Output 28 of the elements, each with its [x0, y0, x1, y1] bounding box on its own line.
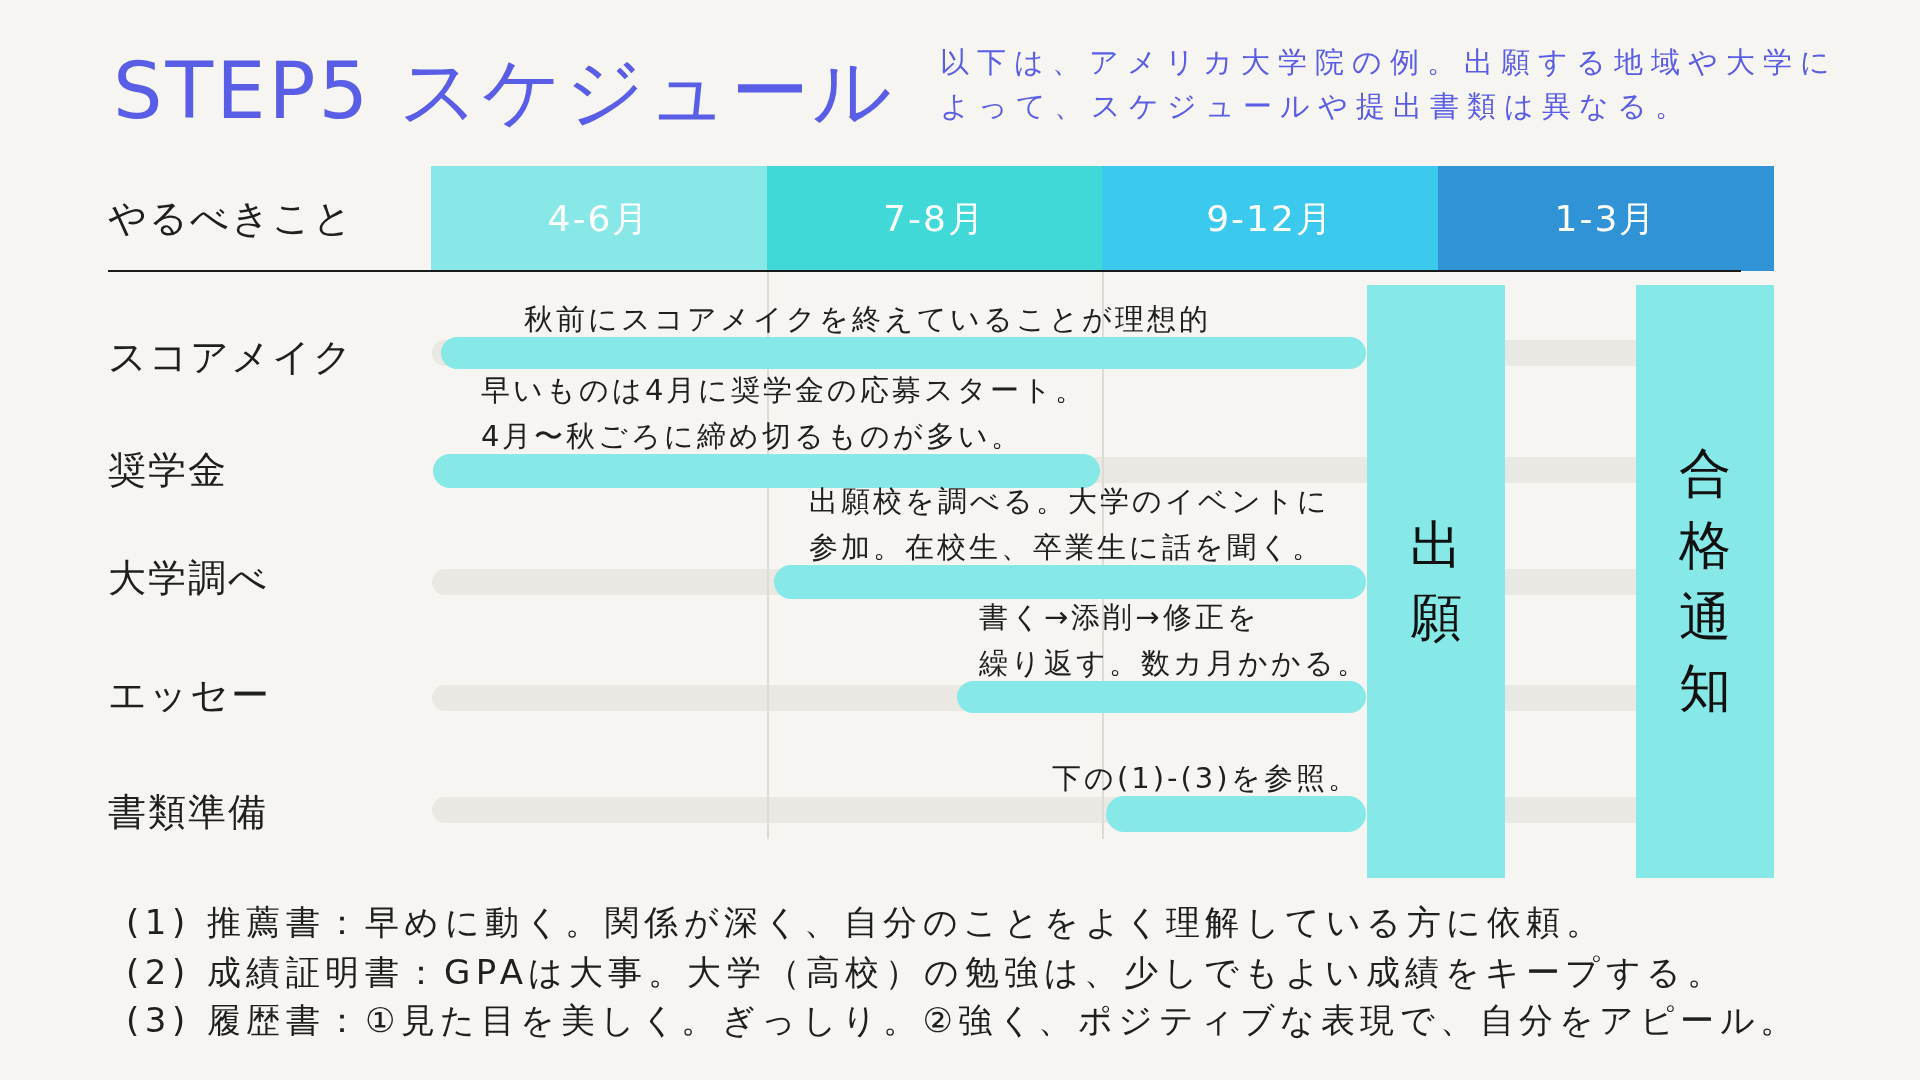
footnote: (1) 推薦書：早めに動く。関係が深く、自分のことをよく理解している方に依頼。 — [126, 901, 1606, 944]
footnote: (2) 成績証明書：GPAは大事。大学（高校）の勉強は、少しでもよい成績をキープする。 — [126, 951, 1727, 994]
month-header — [1438, 166, 1774, 271]
row-label: 奨学金 — [108, 447, 228, 493]
bar-note: 下の(1)-(3)を参照。 — [1052, 761, 1360, 795]
month-label: 9-12月 — [1206, 196, 1334, 241]
column-heading: やるべきこと — [108, 195, 354, 241]
row-label: 大学調べ — [108, 555, 269, 601]
bar-note: 早いものは4月に奨学金の応募スタート。4月〜秋ごろに締め切るものが多い。 — [481, 373, 1088, 453]
bar-note: 書く→添削→修正を繰り返す。数カ月かかる。 — [979, 600, 1369, 680]
title: STEP5 スケジュール — [113, 52, 895, 130]
subtitle: 以下は、アメリカ大学院の例。出願する地域や大学によって、スケジュールや提出書類は異なる。 — [940, 44, 1839, 125]
milestone-label: 出願 — [1410, 513, 1462, 649]
milestone-label: 合格通知 — [1679, 442, 1731, 721]
milestone-bar — [1367, 285, 1505, 878]
month-header — [1102, 166, 1438, 271]
footnote: (3) 履歴書：①見た目を美しく。ぎっしり。②強く、ポジティブな表現で、自分をアピール。 — [126, 999, 1800, 1042]
month-label: 4-6月 — [547, 196, 651, 241]
month-header — [431, 166, 767, 271]
month-header — [767, 166, 1102, 271]
month-label: 7-8月 — [883, 196, 986, 241]
row-label: スコアメイク — [108, 334, 354, 380]
row-label: エッセー — [108, 672, 271, 718]
bar-note: 秋前にスコアメイクを終えていることが理想的 — [524, 302, 1211, 336]
milestone-bar — [1636, 285, 1774, 878]
month-label: 1-3月 — [1554, 196, 1658, 241]
bar-note: 出願校を調べる。大学のイベントに参加。在校生、卒業生に話を聞く。 — [809, 484, 1330, 564]
row-label: 書類準備 — [108, 789, 268, 835]
